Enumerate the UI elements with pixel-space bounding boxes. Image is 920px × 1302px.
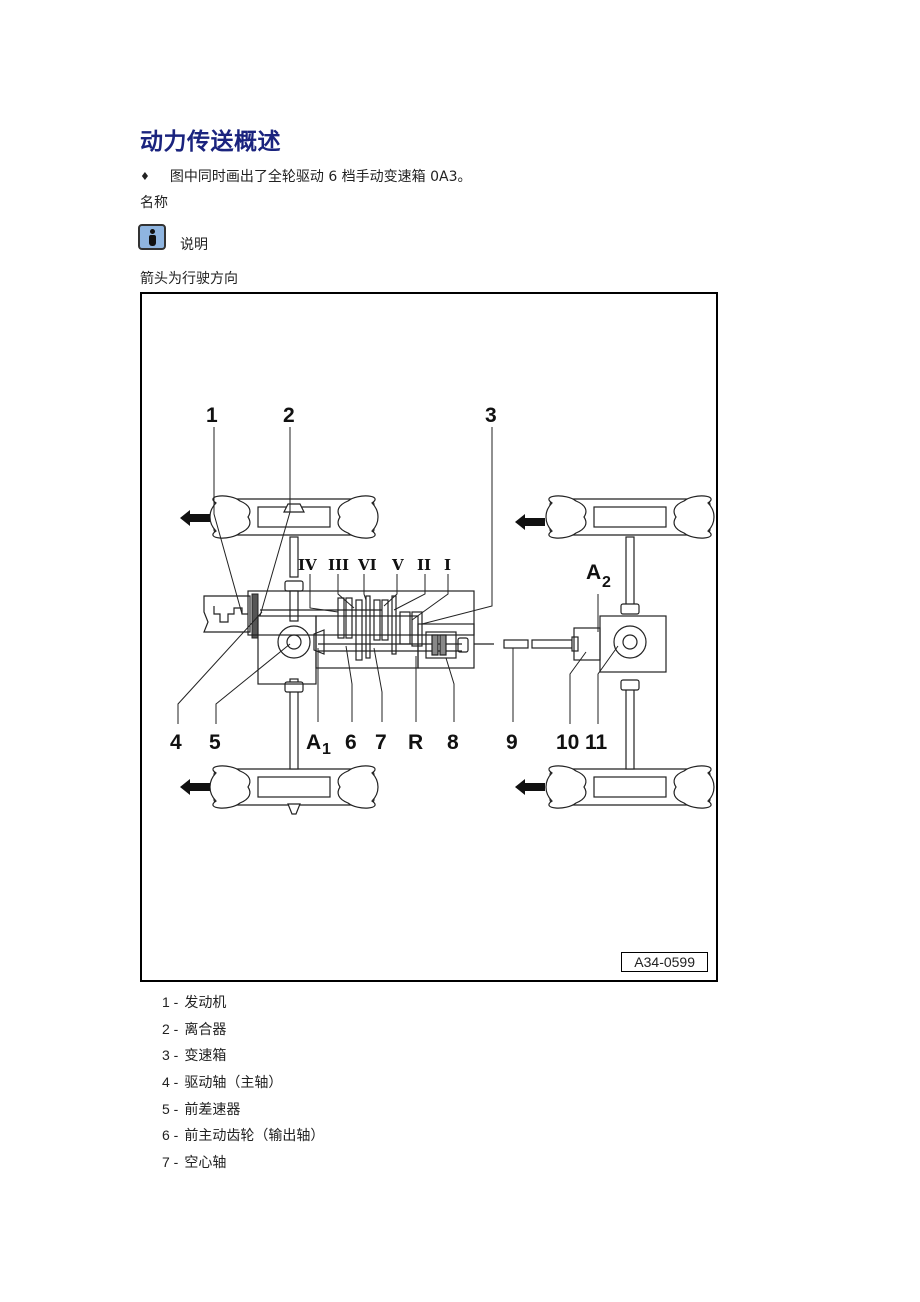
engine <box>203 595 251 633</box>
leader-lines <box>177 427 619 724</box>
front-bottom-wheelset <box>209 765 379 809</box>
bullet-text: 图中同时画出了全轮驱动 6 档手动变速箱 0A3。 <box>169 169 472 185</box>
callout-2: 2 <box>283 404 295 427</box>
legend-item: 7 -空心轴 <box>162 1154 227 1172</box>
legend-item: 4 -驱动轴（主轴） <box>162 1074 283 1092</box>
rear-bottom-wheelset <box>545 765 715 809</box>
clutch <box>251 593 259 639</box>
arrow-note: 箭头为行驶方向 <box>140 271 238 287</box>
callout-1: 1 <box>206 404 218 427</box>
drivetrain-diagram: 1 2 3 4 5 A 1 6 7 R 8 9 10 11 A 2 IV III… <box>170 404 715 815</box>
rear-top-wheelset <box>545 495 715 539</box>
legend-list: 1 -发动机 2 -离合器 3 -变速箱 4 -驱动轴（主轴） 5 -前差速器 … <box>162 992 324 1179</box>
gear-label-iii: III <box>328 556 349 574</box>
note-label: 说明 <box>180 237 208 253</box>
legend-item: 3 -变速箱 <box>162 1047 227 1065</box>
callout-5: 5 <box>209 731 221 754</box>
direction-arrow-left-icon <box>515 779 545 795</box>
legend-item: 6 -前主动齿轮（输出轴） <box>162 1127 325 1145</box>
propeller-shaft <box>474 636 579 652</box>
direction-arrow-left-icon <box>180 779 210 795</box>
callout-r: R <box>408 731 423 754</box>
note-row: 说明 <box>138 224 208 253</box>
callout-11: 11 <box>585 731 608 754</box>
gear-label-v: V <box>391 556 404 574</box>
gearbox <box>247 590 475 685</box>
diamond-bullet-icon: ♦ <box>140 170 150 183</box>
direction-arrow-left-icon <box>180 510 210 526</box>
info-icon <box>138 224 166 250</box>
callout-7: 7 <box>375 731 387 754</box>
callout-3: 3 <box>485 404 497 427</box>
front-drive-shaft <box>283 503 305 815</box>
drivetrain-figure: 1 2 3 4 5 A 1 6 7 R 8 9 10 11 A 2 IV III… <box>140 292 718 982</box>
callout-8: 8 <box>447 731 459 754</box>
gear-label-iv: IV <box>298 556 317 574</box>
name-label: 名称 <box>140 195 168 211</box>
callout-a2-subscript: 2 <box>602 574 611 591</box>
legend-item: 2 -离合器 <box>162 1020 227 1038</box>
callout-10: 10 <box>556 731 579 754</box>
callout-9: 9 <box>506 731 518 754</box>
callout-a1: A <box>306 731 321 754</box>
gear-label-i: I <box>444 556 451 574</box>
front-top-wheelset <box>209 495 379 539</box>
callout-a2: A <box>586 561 601 584</box>
direction-arrow-left-icon <box>515 514 545 530</box>
legend-item: 1 -发动机 <box>162 994 227 1011</box>
gear-label-vi: VI <box>357 556 377 574</box>
legend-item: 5 -前差速器 <box>162 1100 241 1118</box>
callout-a1-subscript: 1 <box>322 741 331 758</box>
gear-label-ii: II <box>417 556 431 574</box>
figure-code: A34-0599 <box>621 952 708 972</box>
page-title: 动力传送概述 <box>140 129 281 155</box>
rear-differential <box>573 536 667 770</box>
callout-6: 6 <box>345 731 357 754</box>
bullet-line: ♦ 图中同时画出了全轮驱动 6 档手动变速箱 0A3。 <box>140 166 472 186</box>
callout-4: 4 <box>170 731 182 754</box>
